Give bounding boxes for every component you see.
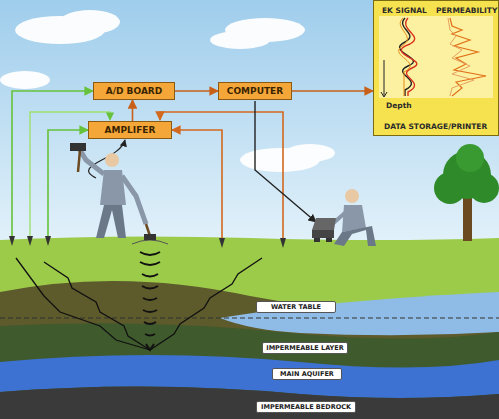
tree: [434, 144, 499, 241]
chart-label: EK SIGNAL: [382, 6, 427, 15]
permeability-trace: [450, 18, 486, 96]
chart-area: [379, 16, 493, 98]
laptop-link: [255, 101, 316, 222]
impermeable-layer-band: [0, 323, 499, 419]
panel-fill: [373, 0, 499, 136]
layer-label: WATER TABLE: [256, 301, 336, 313]
soil-layer: [0, 281, 499, 419]
laptop-operator: [312, 189, 376, 246]
ek-trace: [400, 18, 414, 96]
grass-surface: [0, 236, 499, 419]
permeability-trace: [448, 18, 474, 96]
water-zone: [220, 292, 499, 335]
process-box: A/D BOARD: [93, 82, 175, 100]
signal-arrow: [292, 90, 373, 92]
node-label: MAIN AQUIFER: [280, 370, 334, 378]
impact-spark: [132, 240, 168, 244]
geophone-wire: [48, 130, 88, 238]
node-label: AMPLIFER: [105, 125, 156, 135]
depth-axis: [381, 60, 387, 97]
chart-label: PERMEABILITY: [436, 6, 497, 15]
process-box: COMPUTER: [218, 82, 292, 100]
seismic-wave: [140, 252, 160, 350]
node-label: A/D BOARD: [106, 86, 163, 96]
geophone-wire: [160, 112, 283, 240]
hammer-operator: [70, 143, 156, 240]
layer-label: MAIN AQUIFER: [272, 368, 342, 380]
node-label: WATER TABLE: [271, 303, 321, 311]
reflected-ray: [16, 258, 262, 350]
node-label: COMPUTER: [227, 86, 283, 96]
bedrock-band: [0, 386, 499, 419]
data-panel: EK SIGNAL PERMEABILITY DepthDATA STORAGE/P…: [373, 0, 499, 136]
layer-label: IMPERMEABLE BEDROCK: [256, 401, 356, 413]
process-box: AMPLIFER: [88, 121, 172, 139]
node-label: IMPERMEABLE BEDROCK: [261, 403, 351, 411]
geophone-wire: [172, 130, 222, 240]
ek-trace: [399, 18, 411, 96]
signal-arrow: [175, 90, 218, 92]
geophone-wire: [12, 91, 93, 238]
sky: [0, 0, 499, 250]
layer-label: IMPERMEABLE LAYER: [262, 342, 348, 354]
chart-label: Depth: [386, 101, 412, 110]
chart-label: DATA STORAGE/PRINTER: [384, 122, 487, 131]
node-label: IMPERMEABLE LAYER: [266, 344, 344, 352]
signal-arrow: [132, 100, 134, 121]
